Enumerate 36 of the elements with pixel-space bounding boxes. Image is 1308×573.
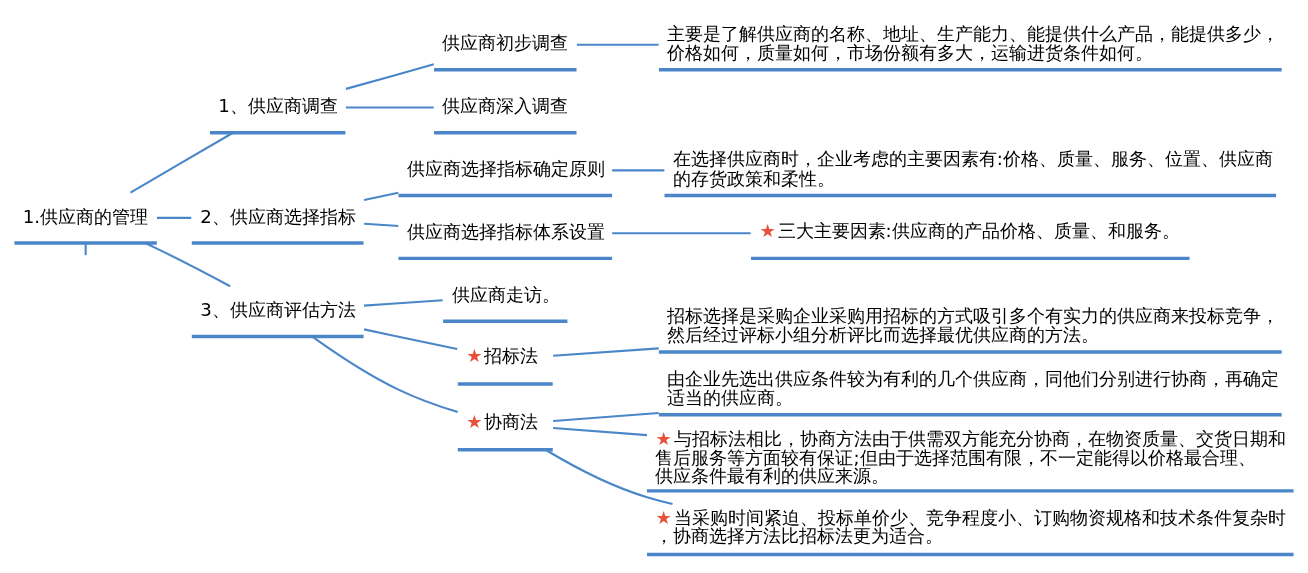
connector [364, 298, 443, 307]
node-text: 供应商初步调查 [442, 31, 569, 53]
node-text: ★与招标法相比，协商方法由于供需双方能充分协商，在物资质量、交货日期和售后服务等方面较有保证;但由于选择范围有限，不一定能得以价格最合理、供应条件最有利的供应来源。 [655, 427, 1286, 486]
connector [612, 168, 665, 171]
node-text: 供应商选择指标确定原则 [406, 157, 605, 179]
node-text: 主要是了解供应商的名称、地址、生产能力、能提供什么产品，能提供多少，价格如何，质量如何，市场份额有多大，运输进货条件如何。 [667, 22, 1280, 63]
node-text: 3、供应商评估方法 [200, 298, 356, 320]
node-text: 1.供应商的管理 [22, 205, 149, 227]
connector [345, 62, 435, 90]
connector [553, 411, 659, 422]
node-text: 供应商选择指标体系设置 [406, 220, 605, 242]
connector [363, 327, 458, 350]
node-text: ★招标法 [466, 344, 539, 366]
node-text: ★协商法 [466, 410, 539, 432]
node-text: 2、供应商选择指标 [200, 205, 356, 227]
connector [553, 346, 659, 357]
connector [544, 448, 673, 505]
node-text: 在选择供应商时，企业考虑的主要因素有:价格、质量、服务、位置、供应商的存货政策和柔性。 [672, 147, 1273, 189]
node-text: ★三大主要因素:供应商的产品价格、质量、和服务。 [759, 219, 1180, 241]
connector [553, 426, 648, 436]
connector [156, 216, 192, 219]
connector [364, 222, 399, 227]
node-text: ★当采购时间紧迫、投标单价少、竞争程度小、订购物资规格和技术条件复杂时，协商选择方法比招标法更为适合。 [655, 506, 1286, 546]
node-text: 供应商深入调查 [442, 94, 569, 116]
connector [363, 191, 399, 201]
node-text: 供应商走访。 [451, 283, 560, 305]
connector [144, 241, 231, 287]
node-text: 1、供应商调查 [218, 94, 338, 116]
node-text: 招标选择是采购企业采购用招标的方式吸引多个有实力的供应商来投标竞争，然后经过评标小组分析评比而选择最优供应商的方法。 [667, 304, 1280, 345]
connector [612, 231, 751, 234]
connector [345, 106, 434, 109]
node-text: 由企业先选出供应条件较为有利的几个供应商，同他们分别进行协商，再确定适当的供应商。 [667, 367, 1280, 408]
connector [129, 131, 234, 193]
connector [312, 335, 459, 413]
connector [576, 43, 659, 46]
connector [84, 243, 87, 255]
